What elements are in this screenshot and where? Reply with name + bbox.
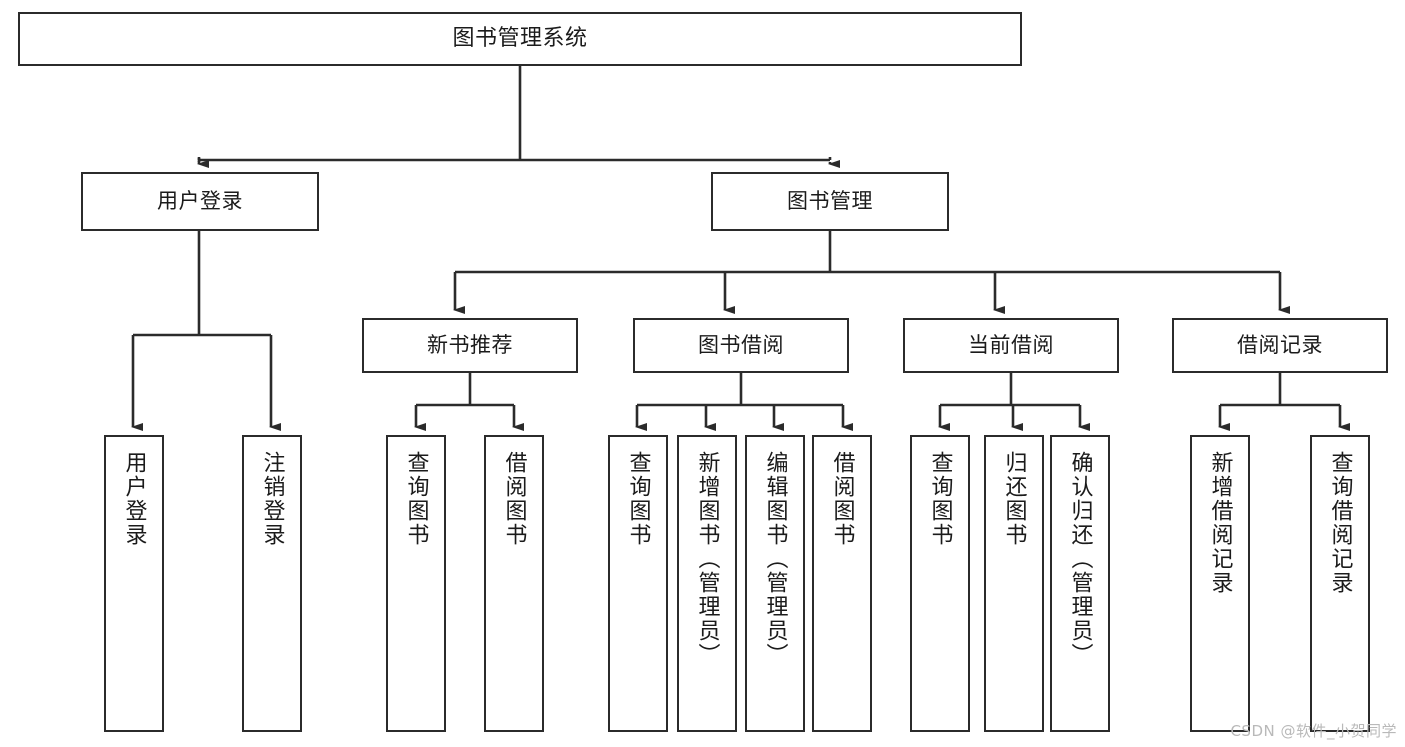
node-label: 图书管理系统 [452,26,588,52]
leaf-confirm-return-admin[interactable]: 确认归还（管理员） [1050,435,1110,732]
node-label: 新增借阅记录 [1207,451,1233,595]
edges-borrowrecord-to-leaves [1218,373,1350,431]
leaf-query-book-borrow[interactable]: 查询图书 [608,435,668,732]
node-label: 查询图书 [403,451,429,547]
node-book-borrow[interactable]: 图书借阅 [633,318,849,373]
leaf-return-book[interactable]: 归还图书 [984,435,1044,732]
node-label: 查询图书 [625,451,651,547]
edges-userlogin-to-leaves [131,231,281,431]
node-label: 用户登录 [121,451,147,547]
node-user-login[interactable]: 用户登录 [81,172,319,231]
edges-bookmgmt-to-level3 [453,231,1290,314]
leaf-add-borrow-record[interactable]: 新增借阅记录 [1190,435,1250,732]
node-label: 查询借阅记录 [1327,451,1353,595]
node-label: 查询图书 [927,451,953,547]
node-book-management[interactable]: 图书管理 [711,172,949,231]
leaf-user-login[interactable]: 用户登录 [104,435,164,732]
leaf-query-book-current[interactable]: 查询图书 [910,435,970,732]
node-label: 新书推荐 [427,333,513,358]
node-label: 注销登录 [259,451,285,547]
leaf-borrow-book[interactable]: 借阅图书 [812,435,872,732]
node-root-system[interactable]: 图书管理系统 [18,12,1022,66]
leaf-query-borrow-record[interactable]: 查询借阅记录 [1310,435,1370,732]
node-label: 借阅图书 [829,451,855,547]
node-borrow-record[interactable]: 借阅记录 [1172,318,1388,373]
edges-root-to-level2 [197,66,840,168]
node-label: 确认归还（管理员） [1067,451,1093,667]
node-new-book-recommend[interactable]: 新书推荐 [362,318,578,373]
leaf-add-book-admin[interactable]: 新增图书（管理员） [677,435,737,732]
node-label: 图书借阅 [698,333,784,358]
node-label: 借阅记录 [1237,333,1323,358]
node-label: 新增图书（管理员） [694,451,720,667]
leaf-borrow-book-recommend[interactable]: 借阅图书 [484,435,544,732]
edges-newbookrec-to-leaves [414,373,524,431]
leaf-query-book-recommend[interactable]: 查询图书 [386,435,446,732]
leaf-edit-book-admin[interactable]: 编辑图书（管理员） [745,435,805,732]
node-label: 归还图书 [1001,451,1027,547]
edges-bookborrow-to-leaves [635,373,853,431]
node-label: 图书管理 [787,189,873,214]
csdn-watermark: CSDN @软件_小贺同学 [1230,722,1397,740]
node-label: 借阅图书 [501,451,527,547]
edges-currentborrow-to-leaves [938,373,1090,431]
node-current-borrow[interactable]: 当前借阅 [903,318,1119,373]
leaf-logout[interactable]: 注销登录 [242,435,302,732]
node-label: 用户登录 [157,189,243,214]
node-label: 编辑图书（管理员） [762,451,788,667]
node-label: 当前借阅 [968,333,1054,358]
